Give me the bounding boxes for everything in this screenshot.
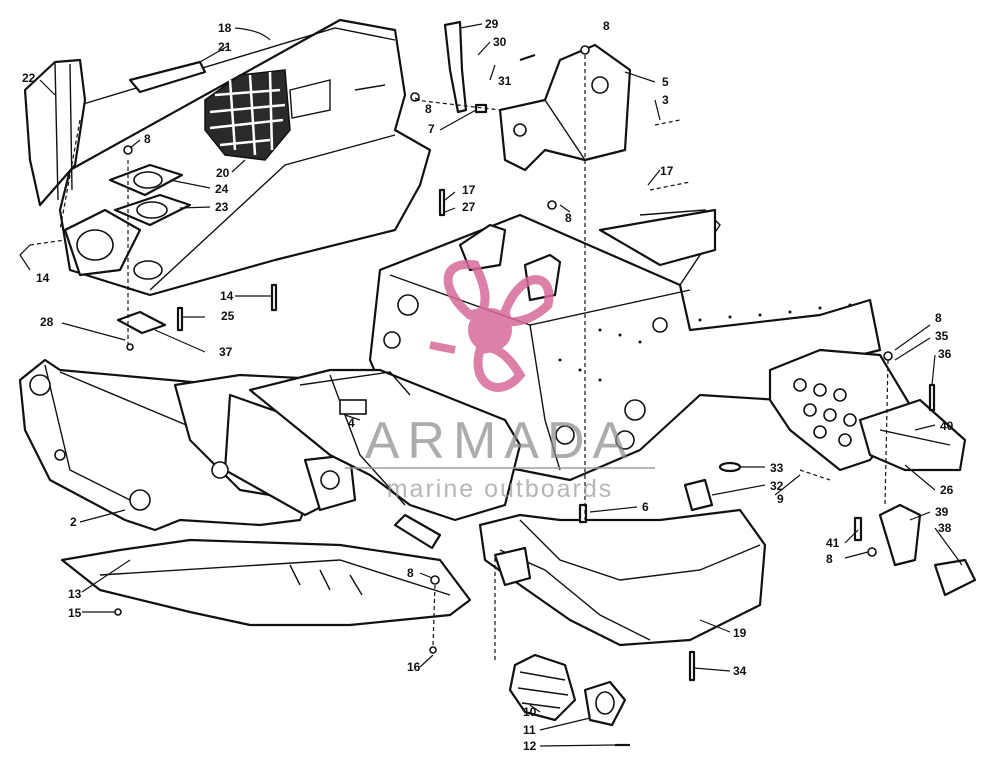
callout-label: 17 <box>462 183 476 197</box>
callout-label: 8 <box>826 552 833 566</box>
fasteners <box>114 45 936 747</box>
callout-label: 10 <box>523 705 537 719</box>
tunnel-rivets <box>468 230 852 382</box>
callout-label: 14 <box>36 271 50 285</box>
callout-label: 18 <box>218 21 232 35</box>
propeller-logo <box>429 259 554 392</box>
watermark-brand: ARMADA <box>365 412 635 470</box>
callout-label: 17 <box>660 164 674 178</box>
callout-labels: 18 21 22 8 20 24 23 14 14 25 28 37 29 30… <box>22 17 954 753</box>
callout-label: 8 <box>565 211 572 225</box>
callout-label: 40 <box>940 419 954 433</box>
armada-watermark: ARMADA marine outboards <box>345 259 655 503</box>
callout-label: 3 <box>662 93 669 107</box>
grommet-33 <box>718 461 742 473</box>
callout-label: 29 <box>485 17 499 31</box>
belly-pan-19 <box>478 508 767 647</box>
callout-label: 37 <box>219 345 233 359</box>
steering-arm <box>443 20 468 114</box>
callout-label: 28 <box>40 315 54 329</box>
callout-label: 7 <box>428 122 435 136</box>
callout-label: 20 <box>216 166 230 180</box>
callout-label: 27 <box>462 200 476 214</box>
center-box <box>248 368 522 522</box>
callout-label: 32 <box>770 479 784 493</box>
callout-label: 19 <box>733 626 747 640</box>
callout-label: 35 <box>935 329 949 343</box>
clamp-39 <box>878 503 922 567</box>
callout-label: 6 <box>642 500 649 514</box>
callout-label: 8 <box>407 566 414 580</box>
bracket-38 <box>933 558 977 597</box>
plate-11 <box>583 680 627 727</box>
callout-label: 14 <box>220 289 234 303</box>
callout-label: 38 <box>938 521 952 535</box>
callout-label: 33 <box>770 461 784 475</box>
alignment-lines <box>29 55 889 660</box>
handle-bar <box>128 60 207 94</box>
clip-32 <box>683 478 714 512</box>
callout-label: 36 <box>938 347 952 361</box>
callout-label: 8 <box>603 19 610 33</box>
callout-label: 2 <box>70 515 77 529</box>
mesh-screen <box>204 69 291 161</box>
callout-label: 26 <box>940 483 954 497</box>
callout-label: 5 <box>662 75 669 89</box>
callout-label: 15 <box>68 606 82 620</box>
leader-lines <box>19 23 963 747</box>
gauge-plates <box>63 163 192 280</box>
callout-label: 11 <box>523 723 536 737</box>
callout-label: 41 <box>826 536 840 550</box>
boot-10 <box>508 653 577 722</box>
callout-label: 8 <box>425 102 432 116</box>
callout-label: 13 <box>68 587 82 601</box>
callout-label: 31 <box>498 74 512 88</box>
watermark-tagline: marine outboards <box>387 475 614 503</box>
callout-label: 16 <box>407 660 421 674</box>
callout-label: 8 <box>935 311 942 325</box>
steering-column-bracket <box>498 43 632 172</box>
callout-label: 34 <box>733 664 747 678</box>
callout-label: 25 <box>221 309 235 323</box>
front-bumper-13 <box>60 538 472 627</box>
side-bracket-22 <box>23 58 87 207</box>
callout-label: 23 <box>215 200 229 214</box>
callout-label: 30 <box>493 35 507 49</box>
callout-label: 24 <box>215 182 229 196</box>
spindle-tube <box>393 513 442 550</box>
callout-label: 39 <box>935 505 949 519</box>
callout-label: 8 <box>144 132 151 146</box>
callout-label: 21 <box>218 40 232 54</box>
small-bracket-37 <box>116 310 167 335</box>
callout-label: 12 <box>523 739 537 753</box>
callout-label: 22 <box>22 71 36 85</box>
callout-label: 9 <box>777 492 784 506</box>
callout-label: 4 <box>348 416 355 430</box>
